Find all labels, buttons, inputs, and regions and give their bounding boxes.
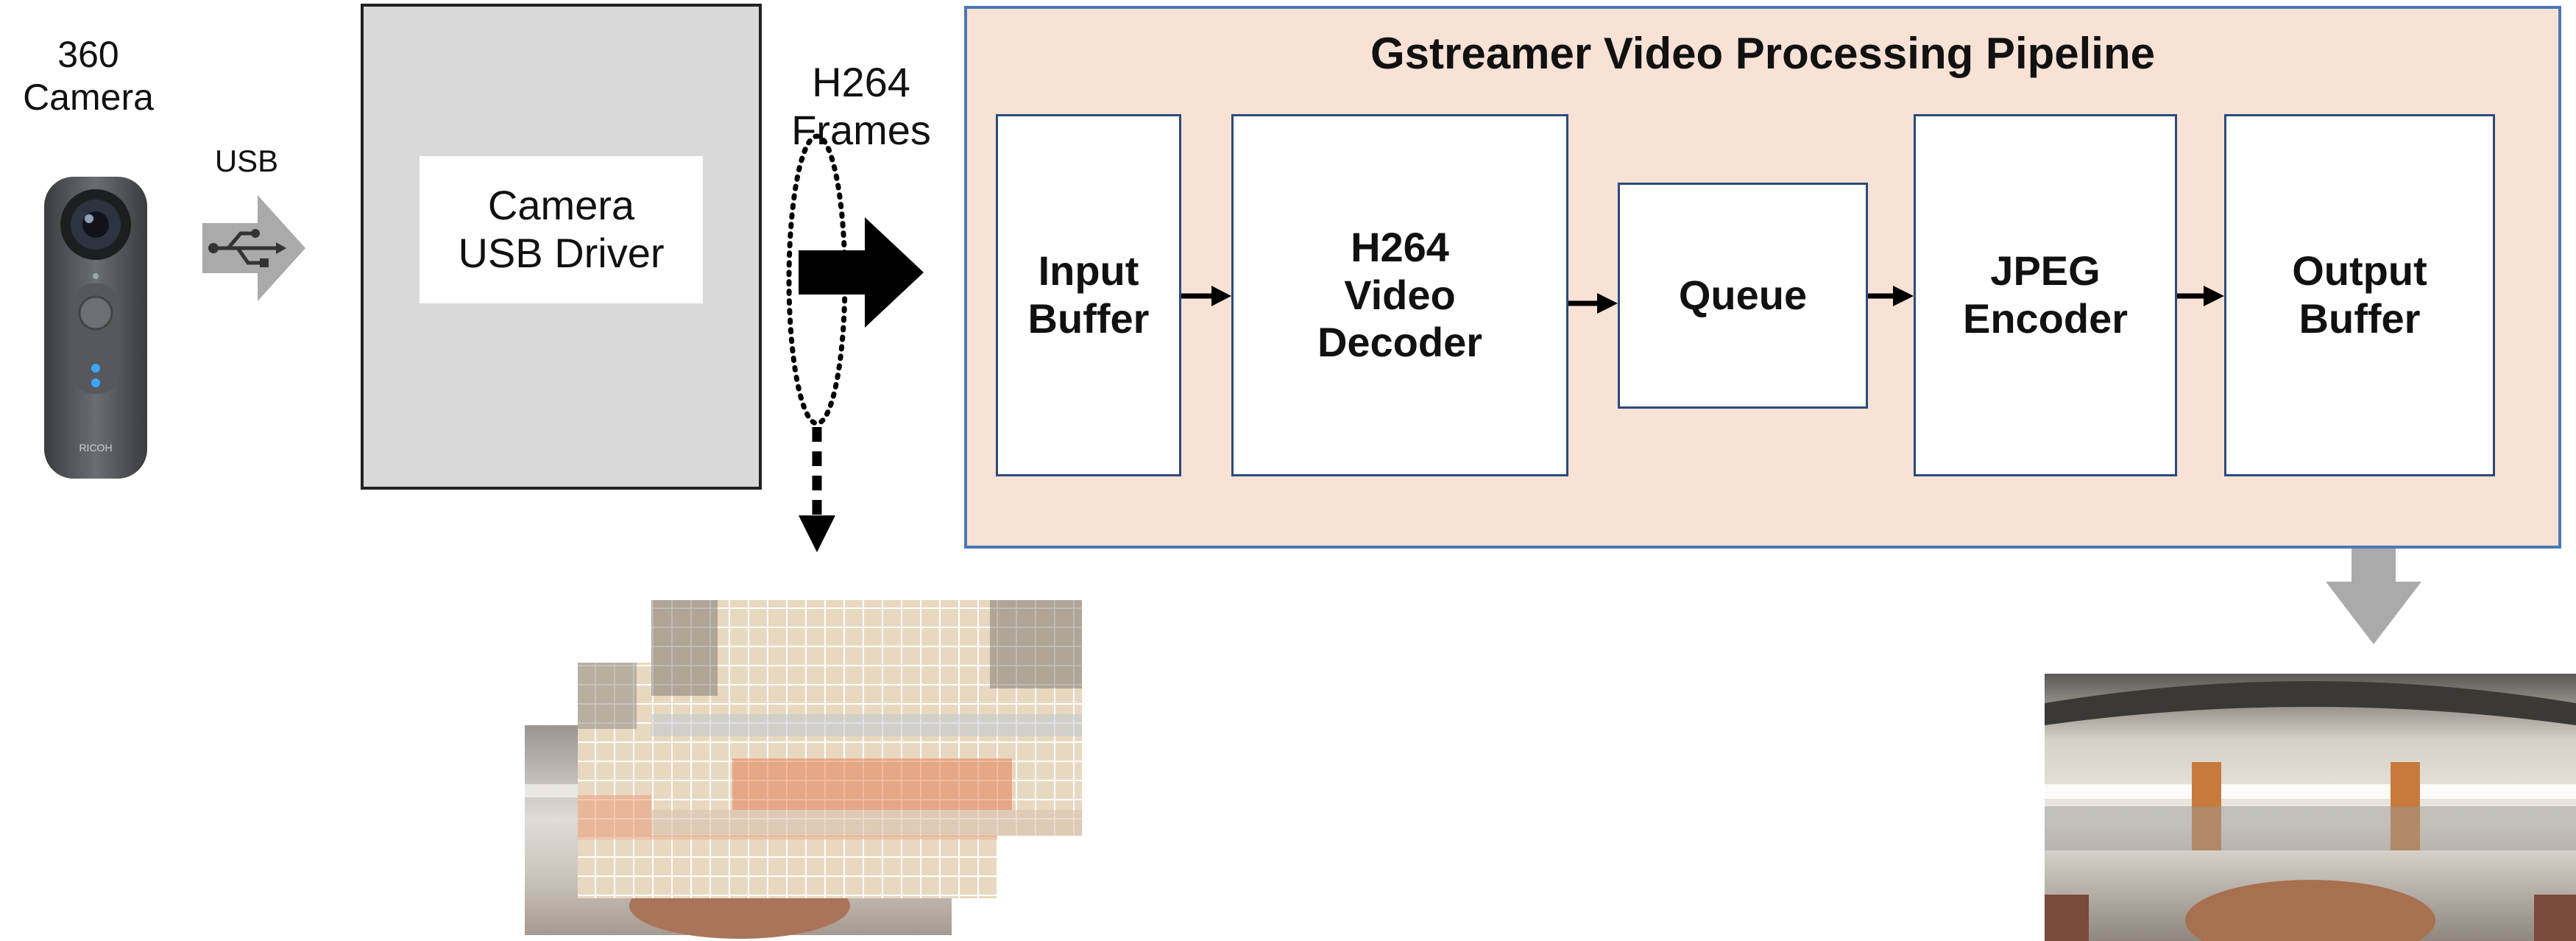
stage-jpeg-encoder: JPEG Encoder <box>1914 114 2177 476</box>
stage-h264-decoder: H264 Video Decoder <box>1231 114 1568 476</box>
camera-brand-text: RICOH <box>79 442 112 454</box>
stage-output-buffer: Output Buffer <box>2224 114 2495 476</box>
frames-arrow <box>799 217 924 328</box>
stage-input-buffer: Input Buffer <box>996 114 1181 476</box>
output-panorama-image <box>2045 674 2576 941</box>
output-arrow <box>2326 526 2421 644</box>
camera-device-image: RICOH <box>44 177 147 479</box>
camera-label: 360 Camera <box>23 34 154 118</box>
driver-label: Camera USB Driver <box>420 156 703 303</box>
pipeline-title: Gstreamer Video Processing Pipeline <box>1370 29 2155 78</box>
frames-dotted-arrowhead <box>799 515 835 552</box>
frames-label: H264 Frames <box>791 59 931 153</box>
usb-arrow <box>202 195 305 301</box>
stage-queue: Queue <box>1618 183 1868 409</box>
h264-frames-stack-image <box>525 600 1082 939</box>
usb-icon <box>213 231 276 265</box>
frames-selection-ellipse <box>786 133 848 426</box>
usb-label: USB <box>214 144 279 178</box>
